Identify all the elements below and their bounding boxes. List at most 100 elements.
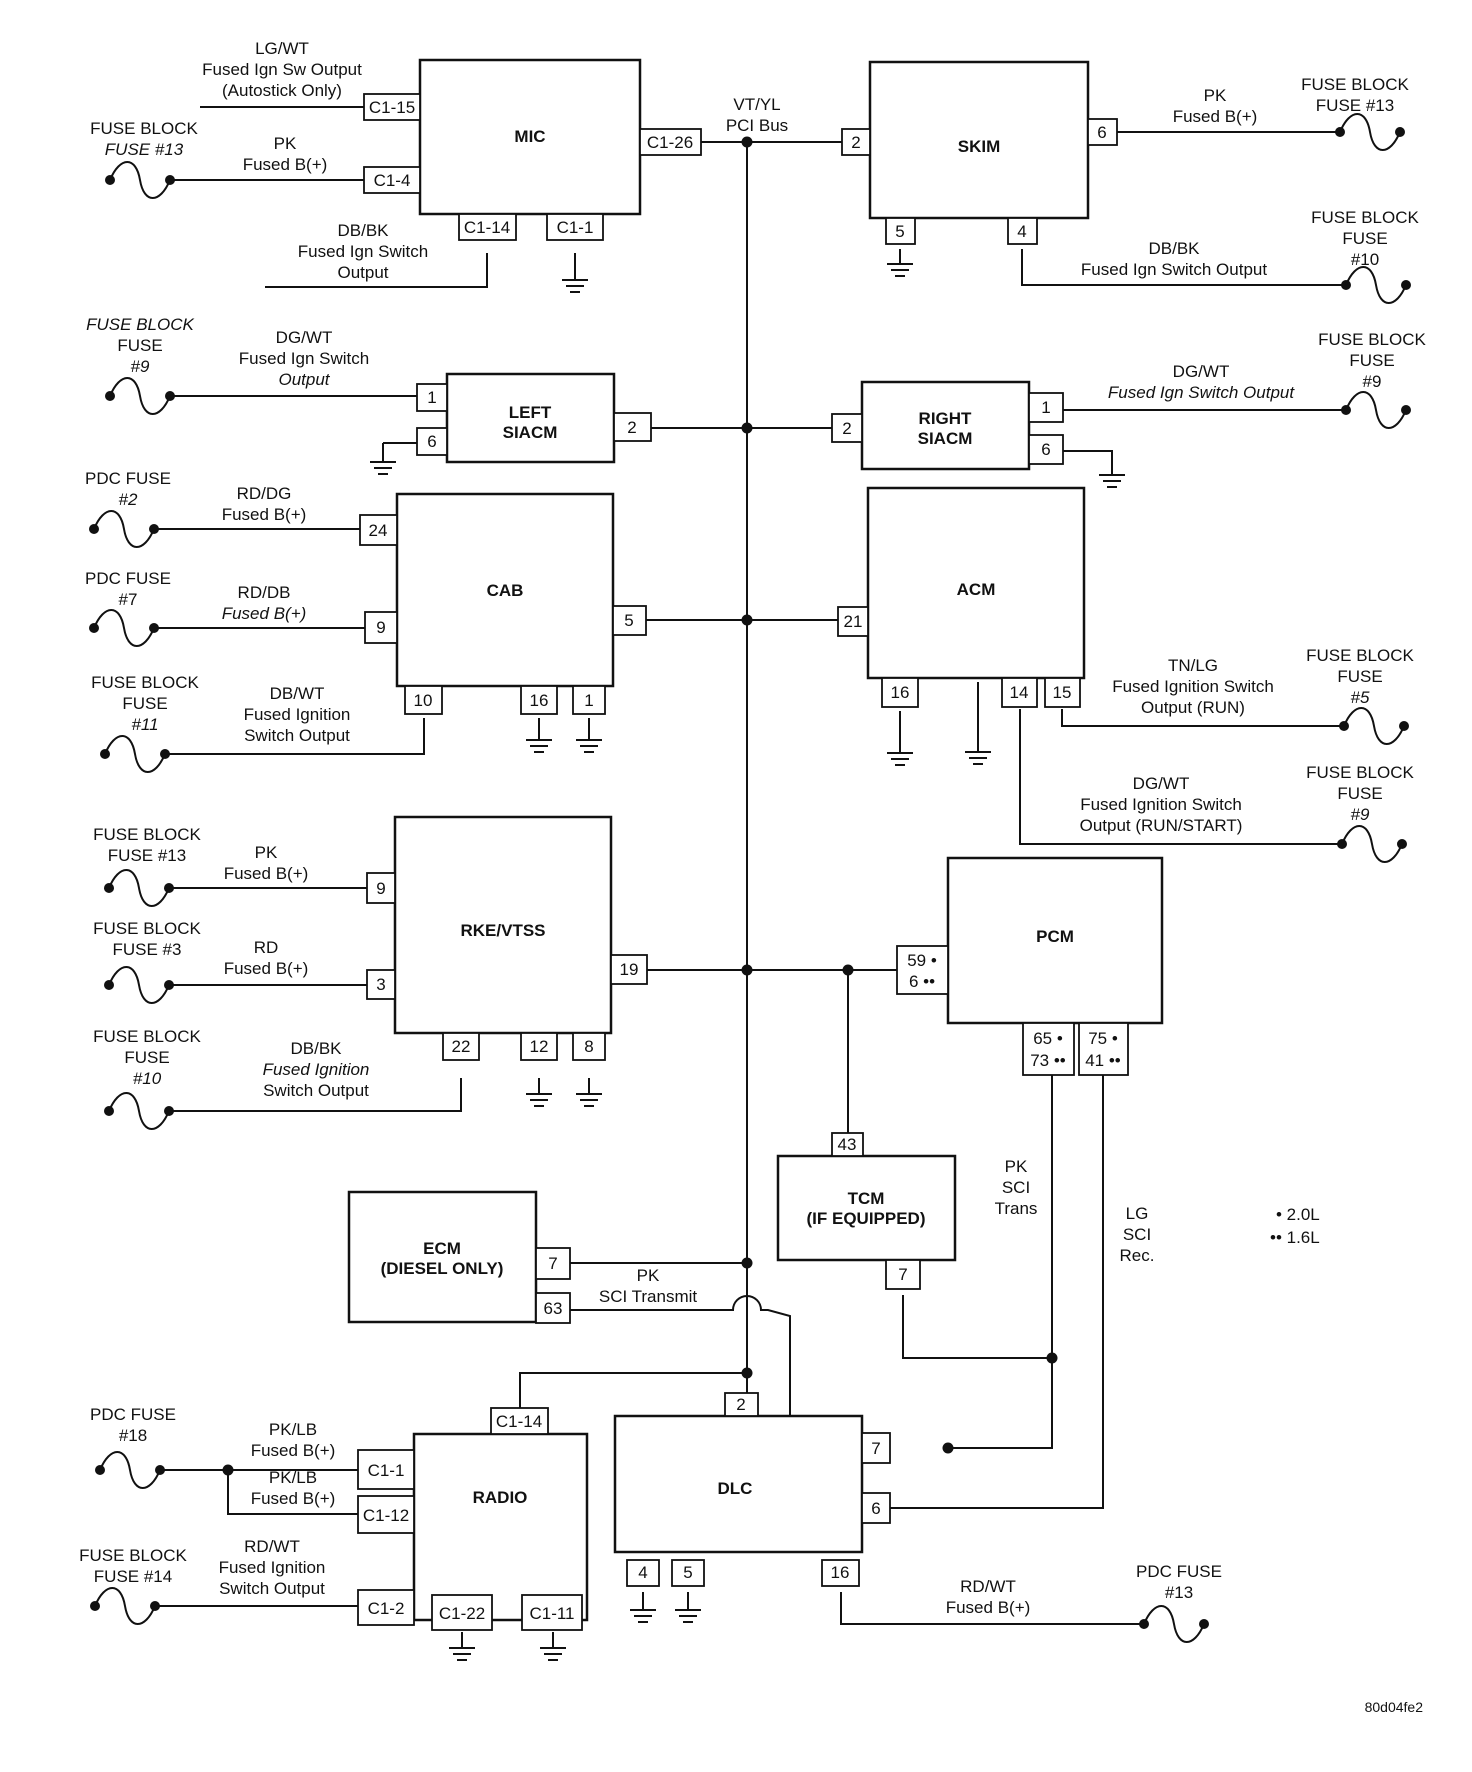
pin-label: 73 •• xyxy=(1030,1051,1066,1070)
fuse-label: FUSE xyxy=(1349,351,1394,370)
fuse-label: FUSE xyxy=(122,694,167,713)
wire-label: RD/DG xyxy=(237,484,292,503)
fuse-label: #9 xyxy=(131,357,150,376)
fuse-icon xyxy=(94,1451,166,1489)
wire-label: DG/WT xyxy=(1133,774,1190,793)
wire-label: Fused Ign Sw Output xyxy=(202,60,362,79)
fuse-icon xyxy=(103,869,175,907)
wire-label: DG/WT xyxy=(276,328,333,347)
pin-label: 1 xyxy=(1041,398,1050,417)
wire-label: Fused Ignition xyxy=(244,705,351,724)
wire-label: DB/BK xyxy=(290,1039,342,1058)
fuse-label: #9 xyxy=(1351,805,1370,824)
pin-label: 2 xyxy=(627,418,636,437)
wire-label: PK/LB xyxy=(269,1468,317,1487)
wire-label: (Autostick Only) xyxy=(222,81,342,100)
pin-label: 7 xyxy=(898,1265,907,1284)
pin-label: 19 xyxy=(620,960,639,979)
fuse-label: FUSE xyxy=(1337,784,1382,803)
pin-label: 43 xyxy=(838,1135,857,1154)
module-cab: CAB xyxy=(395,492,615,688)
wire-label: PK/LB xyxy=(269,1420,317,1439)
ground-icon xyxy=(674,1609,702,1623)
wire-label: Fused B(+) xyxy=(222,505,307,524)
wires xyxy=(154,106,1346,1648)
ground-icon xyxy=(886,752,914,766)
ground-icon xyxy=(561,279,589,293)
module-right-siacm: RIGHT SIACM xyxy=(860,380,1031,471)
fuse-icon xyxy=(1334,113,1406,151)
pin-label: C1-1 xyxy=(368,1461,405,1480)
fuse-label: #18 xyxy=(119,1426,147,1445)
ground-icon xyxy=(539,1647,567,1661)
fuse-label: FUSE #13 xyxy=(105,140,184,159)
pin-label: 1 xyxy=(427,388,436,407)
ground-icon xyxy=(886,263,914,277)
module-label: (DIESEL ONLY) xyxy=(381,1259,504,1278)
pin-label: 59 • xyxy=(907,951,937,970)
wire-label: Trans xyxy=(995,1199,1038,1218)
fuse-icon xyxy=(104,161,176,199)
module-label: ACM xyxy=(957,580,996,599)
pin-label: 5 xyxy=(624,611,633,630)
wire-label: LG xyxy=(1126,1204,1149,1223)
wire-label: Output xyxy=(278,370,330,389)
pin-label: 6 xyxy=(871,1499,880,1518)
legend-single-dot: • 2.0L xyxy=(1276,1205,1320,1224)
module-label: TCM xyxy=(848,1189,885,1208)
pin-label: 22 xyxy=(452,1037,471,1056)
pin-label: 24 xyxy=(369,521,388,540)
connector-pins: C1-15 C1-4 C1-26 C1-14 C1-1 2 6 5 4 1 6 … xyxy=(357,93,1129,1631)
wire-label: DB/BK xyxy=(1148,239,1200,258)
ground-icon xyxy=(525,1093,553,1107)
fuse-label: FUSE BLOCK xyxy=(86,315,194,334)
pin-label: 65 • xyxy=(1033,1029,1063,1048)
wire-label: Switch Output xyxy=(263,1081,369,1100)
fuse-icon xyxy=(88,510,160,548)
ground-icon xyxy=(369,461,397,475)
pin-label: 6 xyxy=(427,432,436,451)
pin-label: 3 xyxy=(376,975,385,994)
module-mic: MIC xyxy=(418,58,642,216)
fuse-label: FUSE #3 xyxy=(113,940,182,959)
module-label: PCM xyxy=(1036,927,1074,946)
pin-label: 5 xyxy=(895,222,904,241)
pin-label: 41 •• xyxy=(1085,1051,1121,1070)
pin-label: 14 xyxy=(1010,683,1029,702)
wire-label: RD/WT xyxy=(960,1577,1016,1596)
wire-label: Fused B(+) xyxy=(946,1598,1031,1617)
module-radio: RADIO xyxy=(412,1432,589,1622)
module-label: (IF EQUIPPED) xyxy=(806,1209,925,1228)
fuse-label: PDC FUSE xyxy=(90,1405,176,1424)
module-label: CAB xyxy=(487,581,524,600)
module-left-siacm: LEFT SIACM xyxy=(445,372,616,464)
pin-label: 7 xyxy=(871,1439,880,1458)
wire-label: RD/WT xyxy=(244,1537,300,1556)
pin-label: C1-4 xyxy=(374,171,411,190)
wire-label: Switch Output xyxy=(219,1579,325,1598)
wire-label: PK xyxy=(255,843,278,862)
wire-label: Fused B(+) xyxy=(224,959,309,978)
fuse-icon xyxy=(89,1587,161,1625)
pin-label: C1-1 xyxy=(557,218,594,237)
module-label: MIC xyxy=(514,127,545,146)
wire-label: PK xyxy=(1204,86,1227,105)
wire-label: TN/LG xyxy=(1168,656,1218,675)
pin-label: C1-26 xyxy=(647,133,693,152)
module-rke-vtss: RKE/VTSS xyxy=(393,815,613,1035)
fuse-icon xyxy=(103,1092,175,1130)
wire-label: RD/DB xyxy=(238,583,291,602)
module-acm: ACM xyxy=(866,486,1086,680)
fuse-icon xyxy=(88,609,160,647)
wire-labels: VT/YL PCI Bus LG/WT Fused Ign Sw Output … xyxy=(79,39,1426,1715)
ground-icon xyxy=(575,739,603,753)
fuse-label: #10 xyxy=(133,1069,162,1088)
modules: MIC SKIM LEFT SIACM RIGHT SIACM CAB ACM … xyxy=(347,58,1164,1622)
fuse-icon xyxy=(99,735,171,773)
fuse-label: FUSE BLOCK xyxy=(1306,646,1414,665)
pin-label: 10 xyxy=(414,691,433,710)
bus-label: PCI Bus xyxy=(726,116,788,135)
pin-label: 75 • xyxy=(1088,1029,1118,1048)
module-label: SIACM xyxy=(503,423,558,442)
pin-label: 6 xyxy=(1041,440,1050,459)
